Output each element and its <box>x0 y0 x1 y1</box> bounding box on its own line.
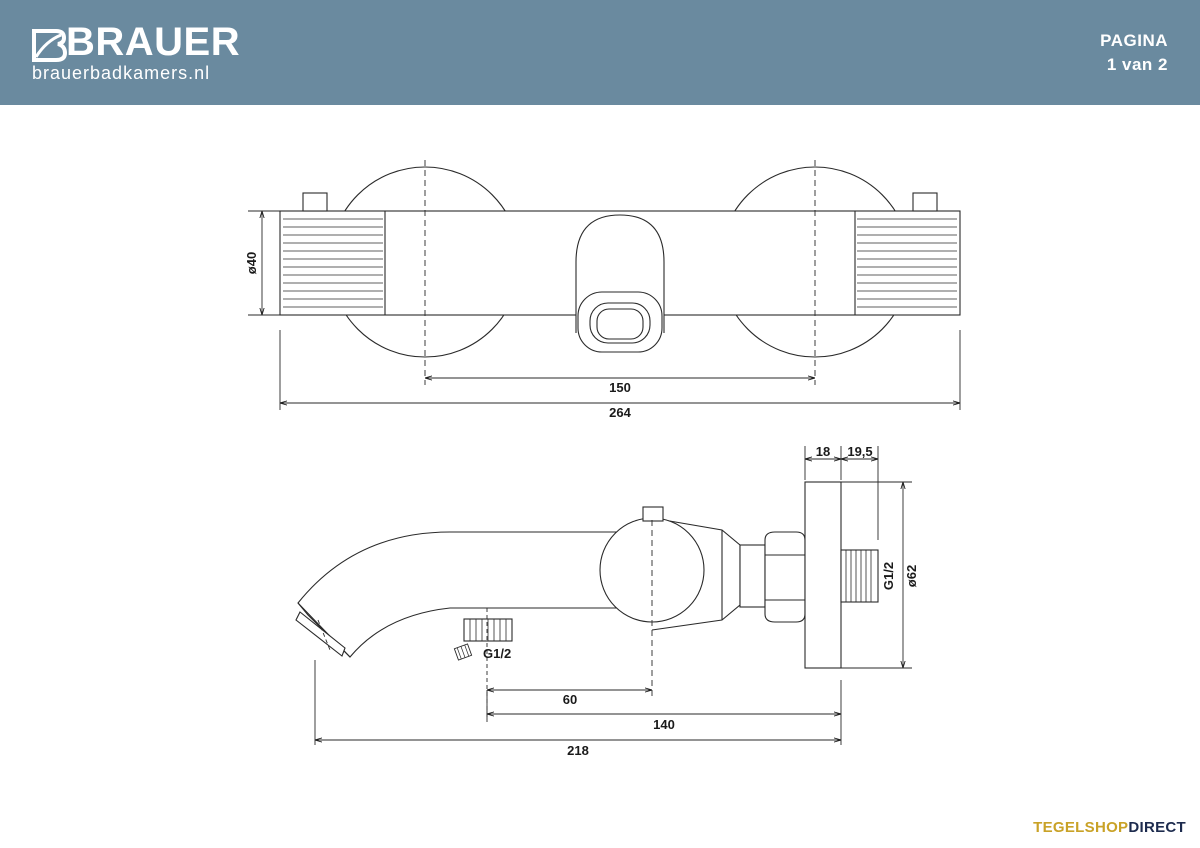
spout <box>297 531 620 658</box>
page-number: 1 van 2 <box>1106 55 1168 74</box>
dim-150: 150 <box>609 380 631 395</box>
top-view <box>248 160 961 410</box>
technical-drawing: ø40 150 264 <box>244 160 961 758</box>
tegelshopdirect-logo: TEGELSHOPDIRECT <box>1033 819 1186 836</box>
wall-thread <box>840 549 879 603</box>
right-handle-ribs <box>857 218 957 308</box>
dim-wall-thread: G1/2 <box>881 562 896 590</box>
eccentric-ring <box>739 544 766 608</box>
right-stop <box>912 192 938 212</box>
dim-18: 18 <box>816 444 830 459</box>
dim-60: 60 <box>563 692 577 707</box>
page-label: PAGINA <box>1100 31 1168 50</box>
side-view <box>295 446 912 745</box>
side-stop <box>642 506 664 522</box>
hex-nut <box>764 531 806 623</box>
dim-264: 264 <box>609 405 631 420</box>
dim-19-5: 19,5 <box>847 444 872 459</box>
left-handle-ribs <box>283 218 383 308</box>
thread-symbol <box>453 643 473 661</box>
brand-website[interactable]: brauerbadkamers.nl <box>32 63 211 83</box>
header-bar: BRAUER brauerbadkamers.nl PAGINA 1 van 2 <box>0 0 1200 105</box>
left-stop <box>302 192 328 212</box>
dim-218: 218 <box>567 743 589 758</box>
footer-logo-part1: TEGELSHOP <box>1033 819 1129 836</box>
brand-name: BRAUER <box>66 20 241 64</box>
spout-aerator <box>295 611 346 657</box>
dim-diameter-40: ø40 <box>244 252 259 274</box>
dim-140: 140 <box>653 717 675 732</box>
brauer-logo-icon <box>32 29 68 62</box>
footer-logo-part2: DIRECT <box>1128 819 1186 836</box>
dim-outlet-thread: G1/2 <box>483 646 511 661</box>
dim-diameter-62: ø62 <box>904 565 919 587</box>
side-rosette <box>804 481 842 669</box>
